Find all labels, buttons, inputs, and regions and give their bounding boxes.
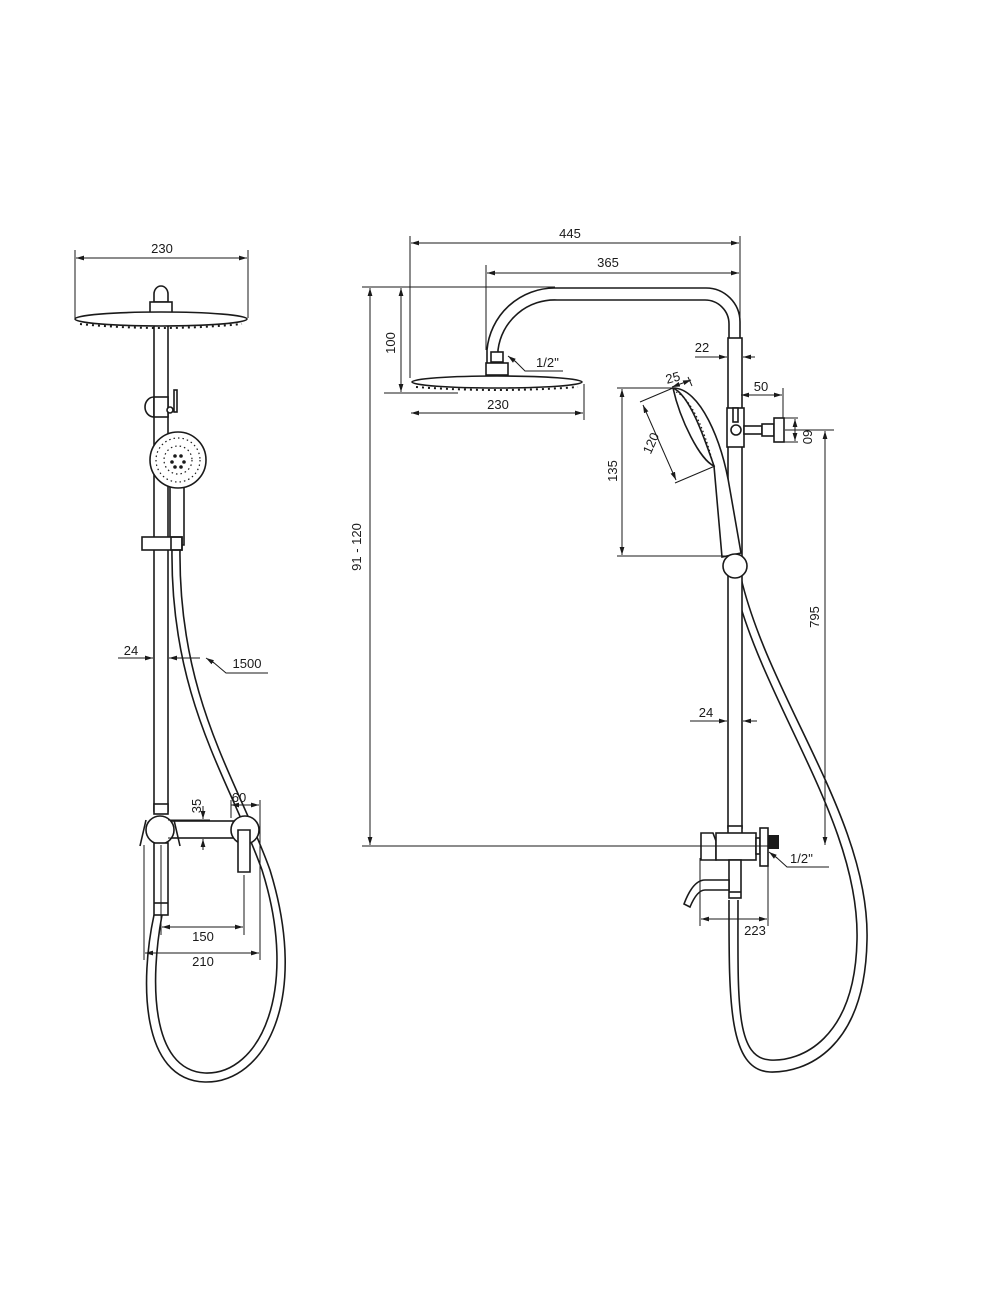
- side-hand-shower-width-label: 25: [664, 369, 682, 387]
- side-pipe-offset-label: 22: [695, 340, 709, 355]
- front-dimensions: 230 24 1500 35 60 150 210: [74, 241, 268, 969]
- side-wall-bracket: [726, 407, 798, 448]
- side-hand-shower-height-label: 135: [605, 460, 620, 482]
- side-head-thread-label: 1/2'': [536, 355, 559, 370]
- front-hose: [145, 547, 286, 1083]
- front-mixer-offset-label: 60: [232, 790, 246, 805]
- front-rain-head: [74, 285, 248, 329]
- front-center-distance-label: 150: [192, 929, 214, 944]
- side-bracket-depth-label: 50: [754, 379, 768, 394]
- front-slide-bracket: [141, 536, 183, 551]
- side-view: 445 365 1/2'' 100 230 22 25 120: [349, 226, 868, 1073]
- front-mixer-width-label: 210: [192, 954, 214, 969]
- side-mixer: [682, 825, 779, 909]
- front-hose-length-label: 1500: [233, 656, 262, 671]
- side-bracket-height-label: 60: [800, 430, 815, 444]
- side-shower-arm: [486, 287, 741, 363]
- side-total-reach-label: 445: [559, 226, 581, 241]
- front-mixer: [139, 803, 260, 916]
- front-pipe-diameter-label: 24: [124, 643, 138, 658]
- front-diverter: [144, 389, 178, 418]
- side-spout-reach-label: 223: [744, 923, 766, 938]
- side-hose: [728, 577, 868, 1073]
- side-pipe-diameter-label: 24: [699, 705, 713, 720]
- side-rain-head: [411, 351, 583, 391]
- front-hand-shower: [149, 431, 207, 546]
- side-inlet-thread-label: 1/2'': [790, 851, 813, 866]
- side-height-range-label: 91 - 120: [349, 523, 364, 571]
- side-bracket-to-mixer-label: 795: [807, 606, 822, 628]
- side-head-height-label: 100: [383, 332, 398, 354]
- front-head-width-label: 230: [151, 241, 173, 256]
- side-arm-reach-label: 365: [597, 255, 619, 270]
- side-head-width-label: 230: [487, 397, 509, 412]
- front-view: 230 24 1500 35 60 150 210: [74, 241, 286, 1083]
- front-mixer-height-label: 35: [189, 799, 204, 813]
- side-dimensions: 445 365 1/2'' 100 230 22 25 120: [349, 226, 834, 938]
- side-hand-shower-face-label: 120: [640, 430, 663, 456]
- side-hand-shower: [672, 387, 748, 579]
